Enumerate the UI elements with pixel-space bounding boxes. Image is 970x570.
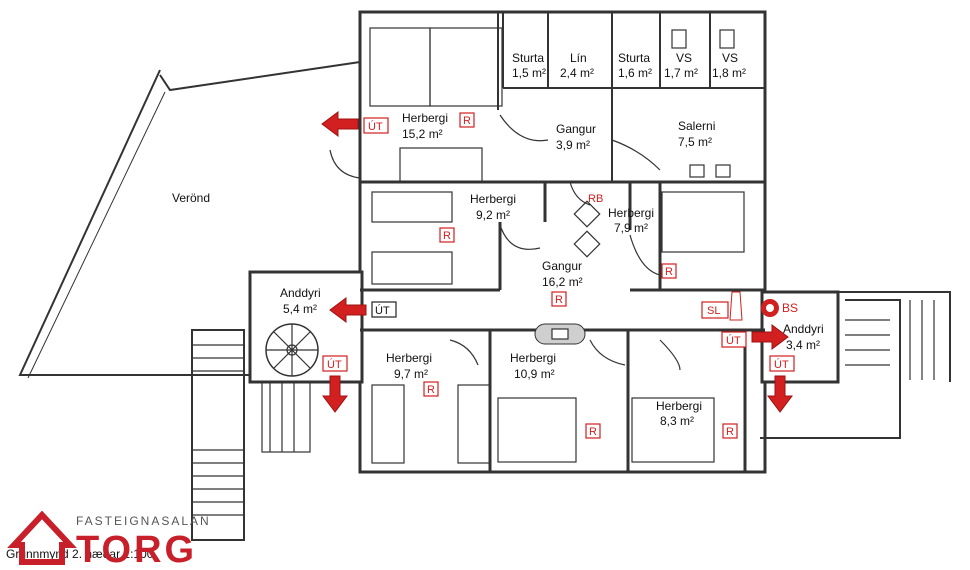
herbergi-97-name: Herbergi: [386, 351, 432, 365]
exit-arrow-right-icon: [751, 324, 789, 350]
vs1-area: 1,7 m²: [664, 66, 698, 80]
herbergi-109-area: 10,9 m²: [514, 367, 555, 381]
exit-sign: ÚT: [371, 301, 397, 318]
exit-sign: ÚT: [721, 331, 747, 348]
sturta1-area: 1,5 m²: [512, 66, 546, 80]
room-marker: R: [722, 423, 738, 439]
anddyri-right-area: 3,4 m²: [786, 338, 820, 352]
svg-text:ÚT: ÚT: [368, 120, 383, 133]
exit-arrow-down-icon: [767, 375, 793, 413]
rb-symbol: RB: [588, 193, 603, 205]
veronds-name: Verönd: [172, 191, 210, 205]
svg-text:R: R: [726, 426, 734, 438]
svg-text:ÚT: ÚT: [327, 358, 342, 371]
svg-text:R: R: [555, 294, 563, 306]
herbergi-97-area: 9,7 m²: [394, 367, 428, 381]
svg-text:ÚT: ÚT: [774, 358, 789, 371]
veronds-top-rail: [159, 61, 361, 92]
anddyri-left-area: 5,4 m²: [283, 302, 317, 316]
exit-arrow-left-icon: [329, 297, 367, 323]
herbergi-83-name: Herbergi: [656, 399, 702, 413]
lin-name: Lín: [570, 51, 587, 65]
svg-text:R: R: [589, 426, 597, 438]
herbergi-79-name: Herbergi: [608, 206, 654, 220]
herbergi-92-area: 9,2 m²: [476, 208, 510, 222]
room-marker: R: [439, 227, 455, 243]
left-outdoor-stairs: [191, 329, 245, 541]
room-marker: R: [585, 423, 601, 439]
gangur-main-area: 16,2 m²: [542, 275, 583, 289]
herbergi-92-name: Herbergi: [470, 192, 516, 206]
sturta2-area: 1,6 m²: [618, 66, 652, 80]
fire-extinguisher-icon: [729, 291, 743, 321]
vs2-name: VS: [722, 51, 738, 65]
plan-caption: Grunnmynd 2. hæðar 1:100: [6, 547, 154, 561]
herbergi-83-area: 8,3 m²: [660, 414, 694, 428]
vs2-area: 1,8 m²: [712, 66, 746, 80]
gangur-top-area: 3,9 m²: [556, 138, 590, 152]
svg-text:BS: BS: [782, 301, 798, 315]
anddyri-right-name: Anddyri: [783, 322, 824, 336]
torg-logo: FASTEIGNASALAN TORG: [7, 510, 211, 570]
herbergi-79-area: 7,9 m²: [614, 221, 648, 235]
right-outdoor-stairs: [838, 291, 951, 382]
bs-sign: BS: [761, 299, 798, 317]
svg-text:FASTEIGNASALAN: FASTEIGNASALAN: [76, 514, 211, 528]
svg-text:R: R: [463, 115, 471, 127]
room-marker: R: [459, 112, 475, 128]
vs1-name: VS: [676, 51, 692, 65]
svg-text:TORG: TORG: [76, 529, 197, 570]
room-marker: R: [661, 263, 677, 279]
exit-arrow-down-icon: [322, 375, 348, 413]
salerni-name: Salerni: [678, 119, 715, 133]
svg-text:R: R: [427, 384, 435, 396]
herbergi-109-name: Herbergi: [510, 351, 556, 365]
room-marker: R: [423, 381, 439, 397]
anddyri-left-name: Anddyri: [280, 286, 321, 300]
exit-sign: ÚT: [322, 355, 348, 372]
gangur-top-name: Gangur: [556, 122, 596, 136]
house-logo-icon: [7, 510, 77, 565]
herbergi-top-area: 15,2 m²: [402, 127, 443, 141]
gangur-main-name: Gangur: [542, 259, 582, 273]
veronds-outline: [18, 69, 250, 376]
exit-arrow-left-icon: [321, 111, 359, 137]
svg-text:ÚT: ÚT: [375, 304, 390, 317]
sturta2-name: Sturta: [618, 51, 650, 65]
exit-sign: ÚT: [769, 355, 795, 372]
sturta1-name: Sturta: [512, 51, 544, 65]
svg-text:ÚT: ÚT: [726, 334, 741, 347]
room-marker: R: [551, 291, 567, 307]
herbergi-top-name: Herbergi: [402, 111, 448, 125]
svg-text:R: R: [665, 266, 673, 278]
building-top-block: [358, 10, 767, 184]
svg-text:R: R: [443, 230, 451, 242]
salerni-area: 7,5 m²: [678, 135, 712, 149]
exit-sign: ÚT: [363, 117, 389, 134]
veronds-inner-rail: [27, 91, 166, 379]
lin-area: 2,4 m²: [560, 66, 594, 80]
svg-text:SL: SL: [707, 305, 720, 317]
sl-sign: SL: [701, 301, 729, 319]
